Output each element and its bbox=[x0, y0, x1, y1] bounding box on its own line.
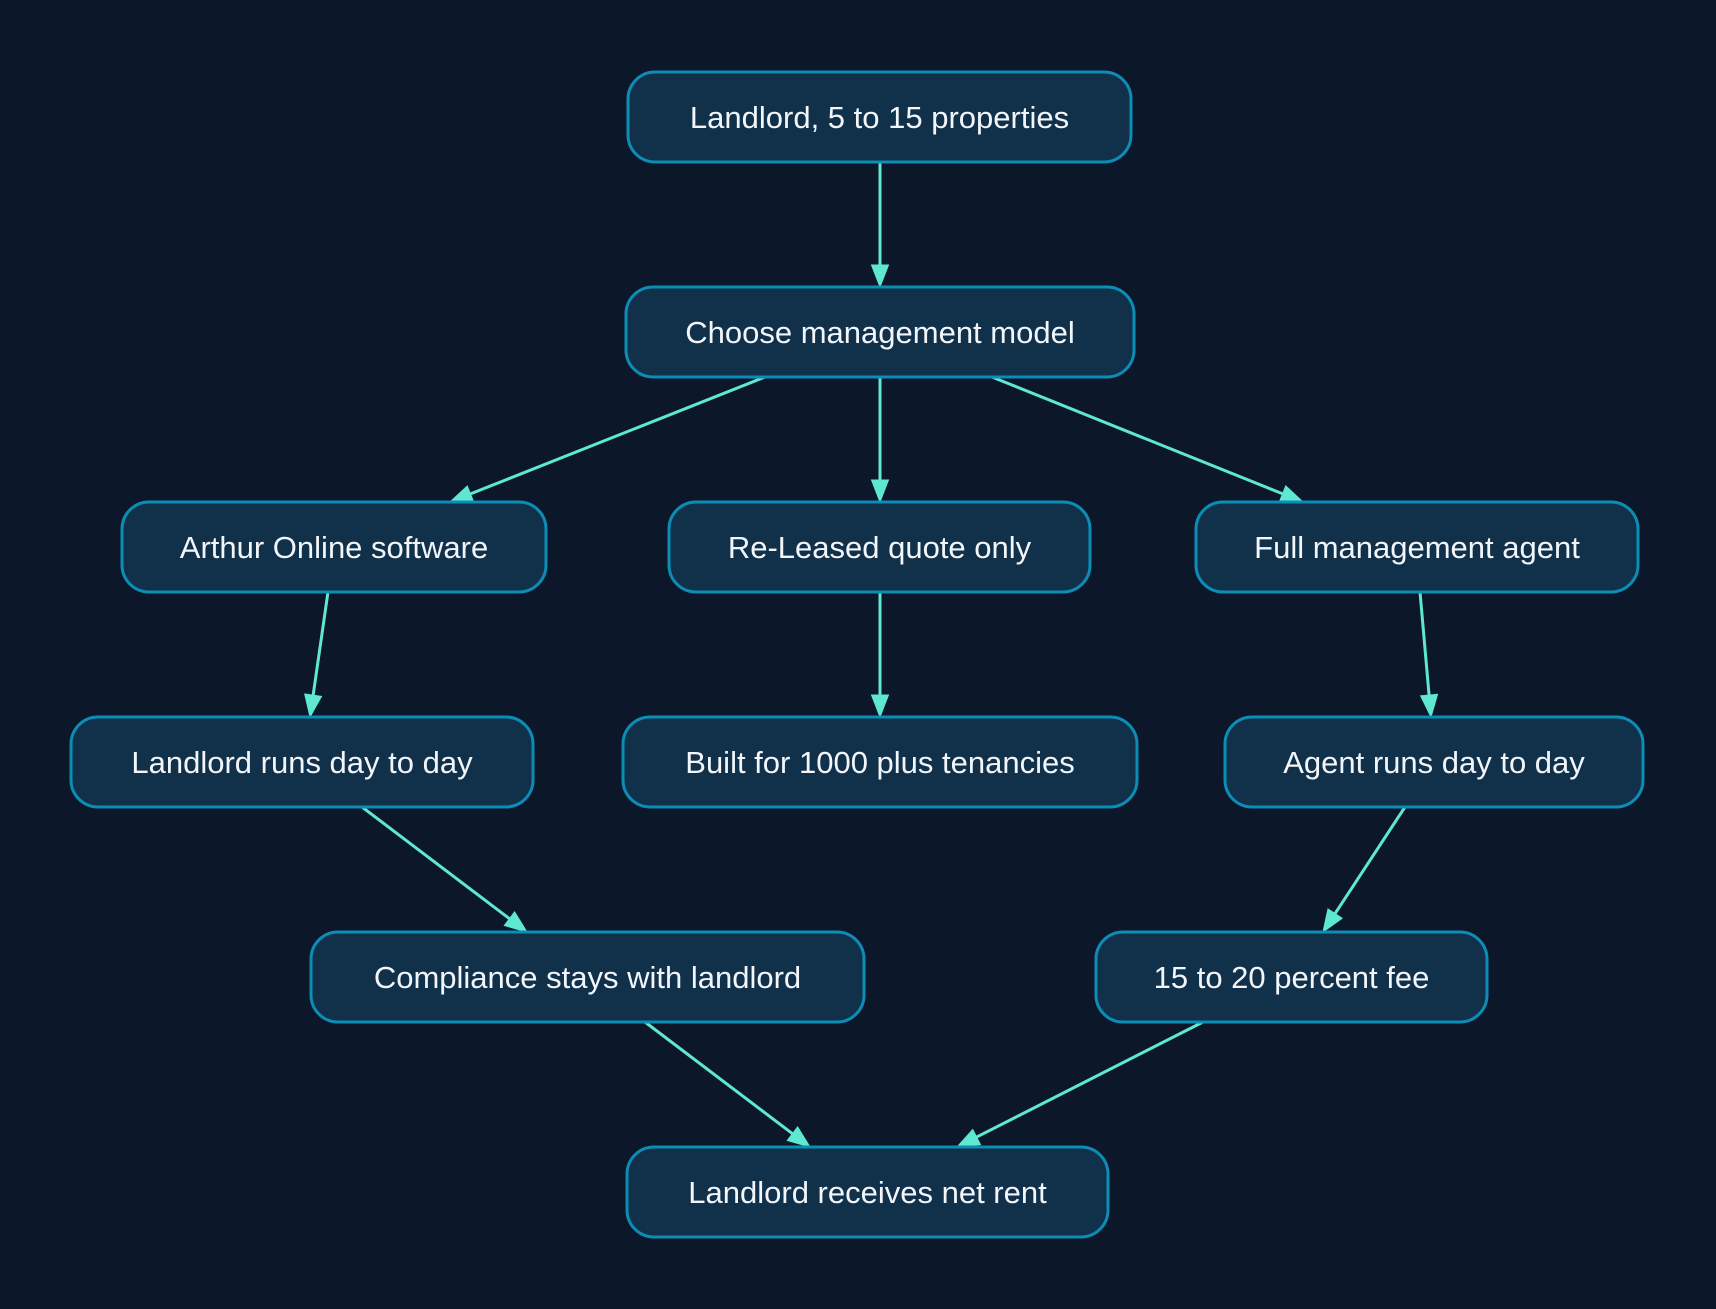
arrowhead-icon bbox=[1419, 693, 1439, 719]
node-arthur: Arthur Online software bbox=[120, 500, 548, 594]
node-label: Arthur Online software bbox=[180, 530, 488, 565]
edge-line bbox=[975, 1020, 1204, 1139]
edge-line bbox=[311, 591, 330, 696]
arrowhead-icon bbox=[955, 1128, 982, 1148]
node-box bbox=[624, 285, 1136, 379]
edge-start-to-choose bbox=[870, 162, 890, 289]
node-box bbox=[626, 70, 1133, 164]
node-compliance: Compliance stays with landlord bbox=[309, 930, 866, 1024]
node-agentruns: Agent runs day to day bbox=[1223, 715, 1645, 809]
node-built: Built for 1000 plus tenancies bbox=[621, 715, 1139, 809]
node-label: 15 to 20 percent fee bbox=[1154, 960, 1430, 995]
edge-released-to-built bbox=[870, 592, 890, 719]
edges bbox=[304, 162, 1439, 1148]
node-box bbox=[1094, 930, 1489, 1024]
node-box bbox=[1194, 500, 1640, 594]
edge-line bbox=[469, 375, 766, 496]
node-landlordruns: Landlord runs day to day bbox=[69, 715, 535, 809]
edge-line bbox=[1333, 806, 1407, 915]
node-choose: Choose management model bbox=[624, 285, 1136, 379]
node-label: Compliance stays with landlord bbox=[374, 960, 801, 995]
node-released: Re-Leased quote only bbox=[667, 500, 1092, 594]
arrowhead-icon bbox=[786, 1126, 812, 1148]
arrowhead-icon bbox=[870, 479, 890, 504]
arrowhead-icon bbox=[304, 693, 323, 719]
node-label: Landlord runs day to day bbox=[131, 745, 473, 780]
node-netrent: Landlord receives net rent bbox=[625, 1145, 1110, 1239]
node-label: Full management agent bbox=[1254, 530, 1580, 565]
edge-fee-to-netrent bbox=[955, 1020, 1204, 1148]
edge-agentruns-to-fee bbox=[1322, 806, 1407, 934]
node-box bbox=[120, 500, 548, 594]
edge-choose-to-fullagent bbox=[991, 375, 1305, 503]
arrowhead-icon bbox=[448, 485, 475, 503]
edge-line bbox=[991, 375, 1284, 496]
node-box bbox=[69, 715, 535, 809]
node-box bbox=[309, 930, 866, 1024]
node-fullagent: Full management agent bbox=[1194, 500, 1640, 594]
node-label: Landlord receives net rent bbox=[688, 1175, 1047, 1210]
arrowhead-icon bbox=[503, 911, 529, 933]
node-box bbox=[621, 715, 1139, 809]
arrowhead-icon bbox=[870, 694, 890, 719]
node-label: Agent runs day to day bbox=[1283, 745, 1585, 780]
edge-line bbox=[361, 805, 511, 920]
arrowhead-icon bbox=[1322, 908, 1344, 934]
arrowhead-icon bbox=[870, 264, 890, 289]
node-fee: 15 to 20 percent fee bbox=[1094, 930, 1489, 1024]
node-label: Choose management model bbox=[685, 315, 1074, 350]
edge-arthur-to-landlordruns bbox=[304, 591, 330, 719]
node-box bbox=[1223, 715, 1645, 809]
edge-landlordruns-to-compliance bbox=[361, 805, 529, 933]
node-box bbox=[625, 1145, 1110, 1239]
node-start: Landlord, 5 to 15 properties bbox=[626, 70, 1133, 164]
edge-fullagent-to-agentruns bbox=[1418, 591, 1439, 719]
node-box bbox=[667, 500, 1092, 594]
arrowhead-icon bbox=[1278, 485, 1305, 503]
node-label: Built for 1000 plus tenancies bbox=[685, 745, 1074, 780]
edge-choose-to-arthur bbox=[448, 375, 766, 503]
edge-line bbox=[644, 1020, 794, 1135]
edge-choose-to-released bbox=[870, 377, 890, 504]
edge-line bbox=[1418, 591, 1431, 696]
node-label: Landlord, 5 to 15 properties bbox=[690, 100, 1069, 135]
edge-compliance-to-netrent bbox=[644, 1020, 812, 1148]
node-label: Re-Leased quote only bbox=[728, 530, 1032, 565]
